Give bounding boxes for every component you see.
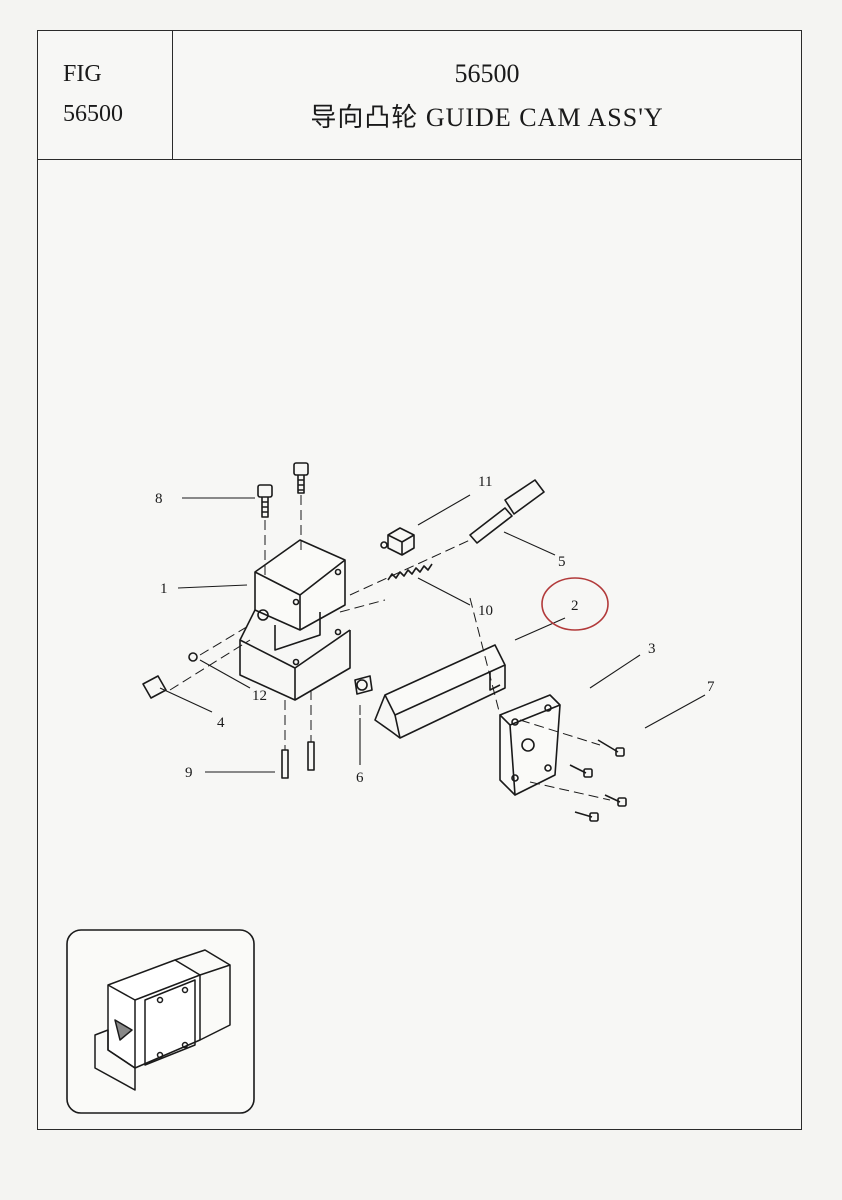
highlight-circle	[541, 577, 609, 631]
callout-9: 9	[185, 765, 193, 781]
callout-labels: 8 1 11 5 10 2 3 7 12 4 9 6	[155, 474, 715, 786]
callout-12: 12	[252, 688, 267, 704]
fig-cell: FIG 56500	[38, 31, 173, 159]
fig-number: 56500	[63, 101, 123, 127]
assembled-view-inset	[66, 929, 255, 1114]
callout-11: 11	[478, 474, 492, 490]
header-block: FIG 56500 56500 导向凸轮 GUIDE CAM ASS'Y	[38, 31, 801, 160]
fig-label: FIG	[63, 61, 102, 87]
callout-10: 10	[478, 603, 493, 619]
callout-1: 1	[160, 581, 168, 597]
callout-6: 6	[356, 770, 364, 786]
part-2-cam-bar	[356, 644, 506, 739]
part-12-ball	[188, 652, 198, 662]
callout-7: 7	[707, 679, 715, 695]
leader-lines	[159, 494, 706, 773]
assembly-title: 导向凸轮 GUIDE CAM ASS'Y	[310, 103, 664, 132]
callout-4: 4	[217, 715, 225, 731]
part-7-plate	[499, 694, 561, 796]
callout-3: 3	[648, 641, 656, 657]
part-4-plug	[142, 675, 167, 699]
plate-screws	[569, 739, 627, 822]
part-8-screws	[257, 462, 309, 518]
part-5-pin	[469, 479, 545, 544]
title-cell: 56500 导向凸轮 GUIDE CAM ASS'Y	[173, 31, 801, 159]
callout-5: 5	[558, 554, 566, 570]
assembly-number: 56500	[454, 59, 520, 88]
part-10-spring	[387, 563, 433, 581]
callout-8: 8	[155, 491, 163, 507]
callout-2: 2	[571, 598, 579, 614]
part-9-dowel-pins	[281, 741, 315, 779]
part-6-plunger	[354, 675, 373, 695]
part-1-block	[239, 539, 351, 701]
part-11-clamp	[380, 527, 415, 556]
